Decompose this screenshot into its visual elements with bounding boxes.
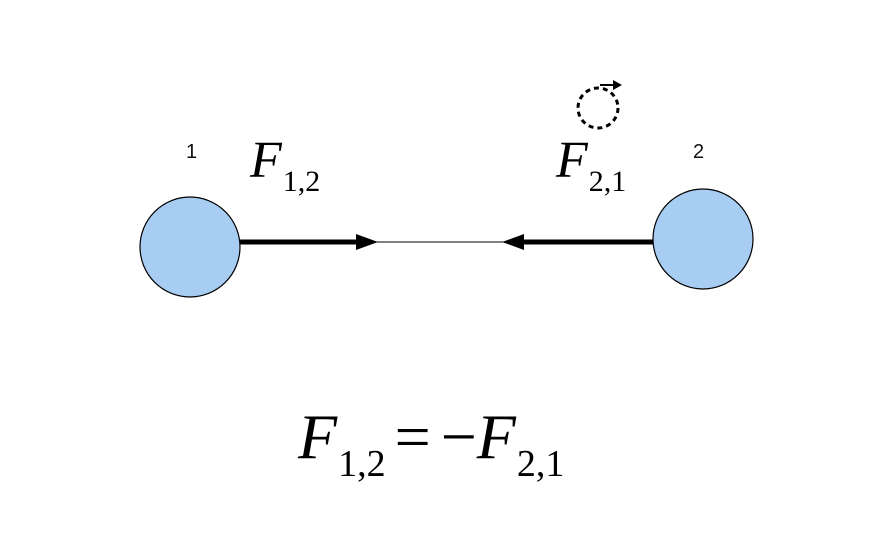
equation-lhs-symbol: F <box>298 401 338 472</box>
particle-1-label: 1 <box>186 141 198 163</box>
vector-arrow-icon <box>576 80 622 130</box>
force-arrow-12-head <box>356 234 378 250</box>
equation-minus: − <box>440 401 477 472</box>
newtons-third-law-equation: F1,2=−F2,1 <box>298 405 564 484</box>
force-21-symbol: F <box>556 132 588 189</box>
force-arrow-21-head <box>502 234 524 250</box>
particle-2-label: 2 <box>693 141 705 163</box>
equation-rhs-symbol: F <box>476 401 516 472</box>
equation-rhs-subscript: 2,1 <box>516 443 565 485</box>
force-12-subscript: 1,2 <box>282 165 321 198</box>
force-21-subscript: 2,1 <box>588 165 627 198</box>
force-12-symbol: F <box>250 132 282 189</box>
particle-1 <box>139 196 241 298</box>
force-label-21: F2,1 <box>556 132 626 197</box>
equation-equals: = <box>394 401 431 472</box>
particle-2 <box>652 188 754 290</box>
equation-lhs-subscript: 1,2 <box>338 443 386 485</box>
force-label-12: F1,2 <box>250 132 320 197</box>
